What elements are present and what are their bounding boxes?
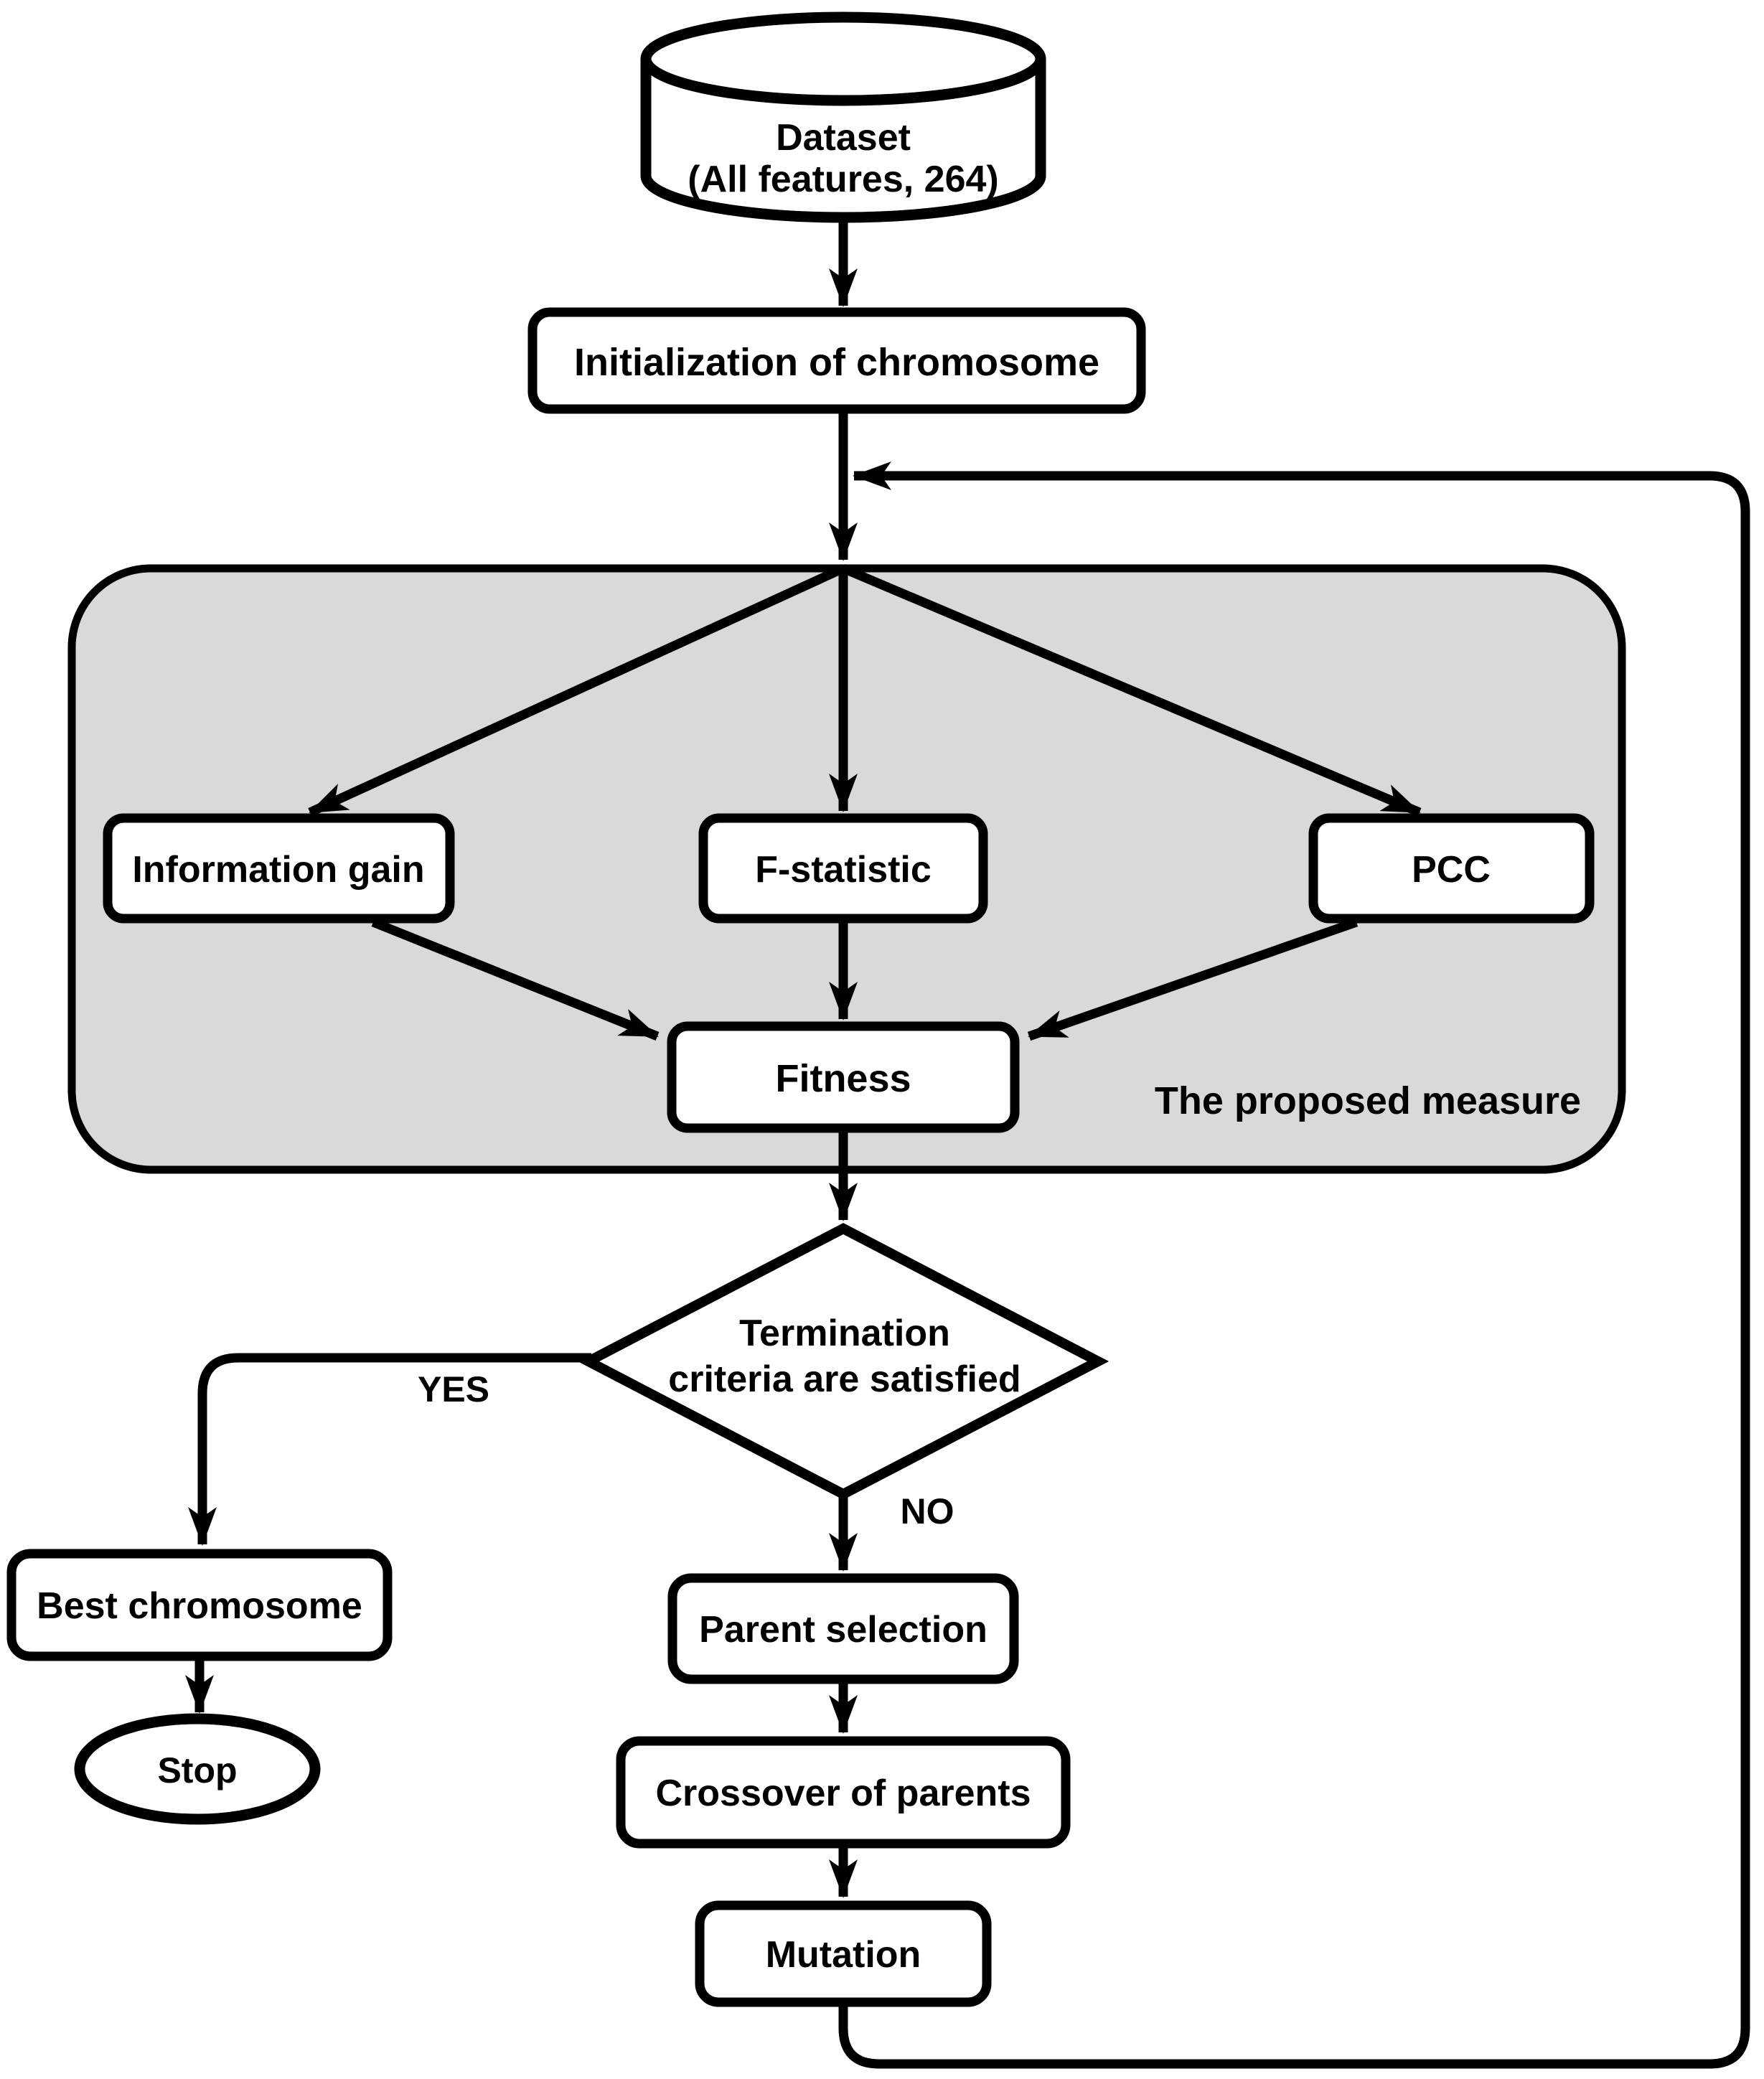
- mutation-label: Mutation: [766, 1934, 921, 1976]
- information-gain-label: Information gain: [132, 849, 424, 891]
- node-stop: Stop: [74, 1713, 321, 1825]
- proposed-measure-region-label: The proposed measure: [1155, 1079, 1581, 1122]
- termination-label-line2: criteria are satisfied: [668, 1358, 1021, 1400]
- f-statistic-label: F-statistic: [755, 849, 932, 891]
- node-f-statistic: F-statistic: [698, 813, 988, 924]
- crossover-box: [616, 1736, 1071, 1849]
- dataset-label-line2: (All features, 264): [688, 159, 999, 200]
- node-mutation: Mutation: [695, 1900, 992, 2007]
- edge-information-gain-fitness: [371, 917, 660, 1041]
- initialization-label: Initialization of chromosome: [574, 341, 1099, 384]
- termination-diamond: [577, 1223, 1109, 1500]
- f-statistic-box: [698, 813, 988, 924]
- node-initialization: Initialization of chromosome: [527, 307, 1146, 414]
- node-information-gain: Information gain: [103, 813, 455, 924]
- initialization-box: [527, 307, 1146, 414]
- dataset-label-line1: Dataset: [776, 117, 911, 159]
- node-crossover: Crossover of parents: [616, 1736, 1071, 1849]
- parent-selection-label: Parent selection: [699, 1609, 987, 1651]
- pcc-box: [1308, 813, 1595, 924]
- node-parent-selection: Parent selection: [667, 1573, 1019, 1684]
- information-gain-box: [103, 813, 455, 924]
- edge-mutation-loopback: [838, 461, 1750, 2069]
- node-best-chromosome: Best chromosome: [6, 1549, 393, 1661]
- edges: [185, 217, 1750, 2069]
- edge-pcc-fitness: [1027, 917, 1359, 1041]
- best-chromosome-box: [6, 1549, 393, 1661]
- stop-label: Stop: [157, 1750, 237, 1791]
- best-chromosome-label: Best chromosome: [37, 1585, 362, 1627]
- edge-junction-information-gain: [308, 564, 845, 817]
- termination-label-line1: Termination: [739, 1313, 950, 1354]
- mutation-box: [695, 1900, 992, 2007]
- dataset-cylinder-top: [640, 11, 1046, 106]
- fitness-box: [667, 1021, 1020, 1133]
- stop-ellipse: [74, 1713, 321, 1825]
- crossover-label: Crossover of parents: [655, 1773, 1031, 1814]
- node-dataset: Dataset (All features, 264): [640, 11, 1046, 223]
- node-termination: Termination criteria are satisfied: [577, 1223, 1109, 1500]
- edge-label-no: NO: [901, 1491, 954, 1531]
- node-fitness: Fitness: [667, 1021, 1020, 1133]
- pcc-label: PCC: [1412, 849, 1491, 891]
- fitness-label: Fitness: [775, 1057, 911, 1100]
- node-pcc: PCC: [1308, 813, 1595, 924]
- edge-termination-best-chromosome: [188, 1353, 591, 1546]
- parent-selection-box: [667, 1573, 1019, 1684]
- edge-junction-pcc: [841, 564, 1422, 817]
- edge-label-yes: YES: [418, 1369, 489, 1409]
